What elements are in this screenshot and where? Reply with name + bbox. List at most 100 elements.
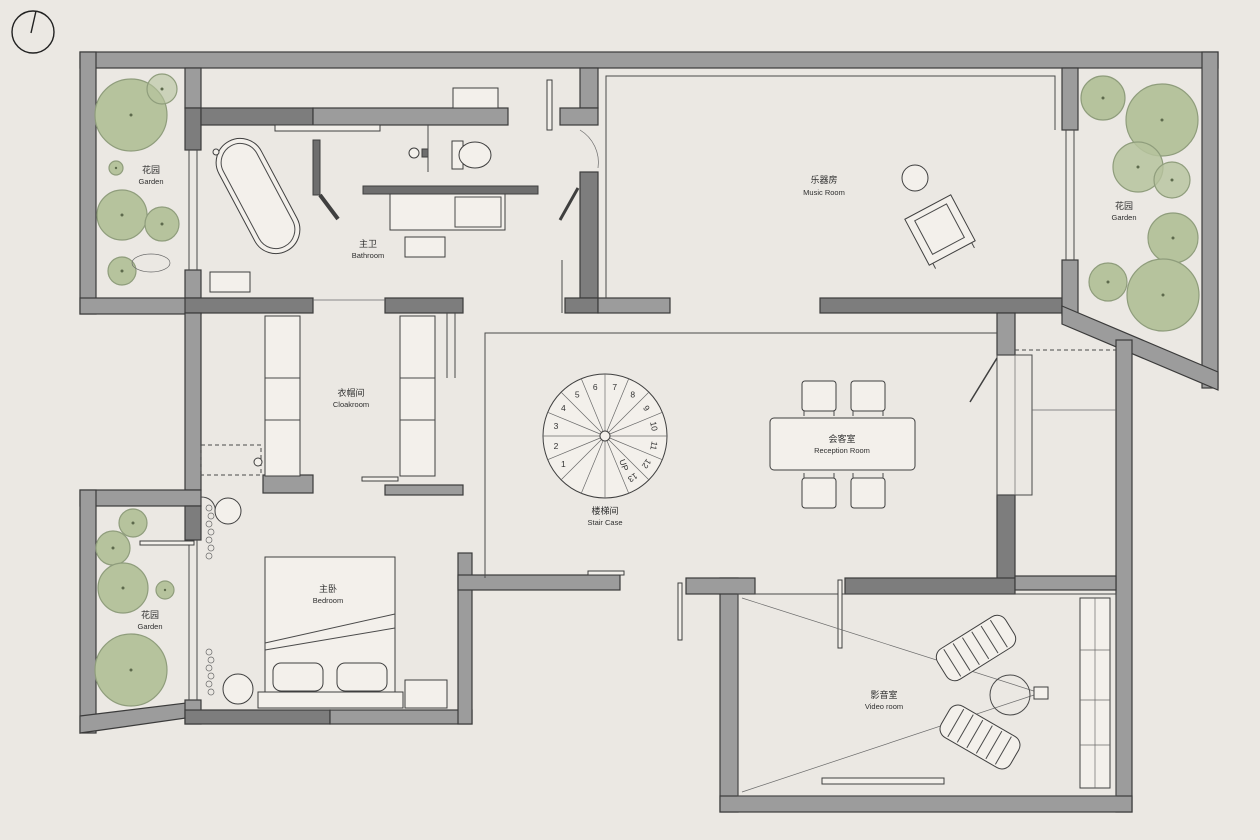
wall-reception-right-upper (996, 312, 1016, 356)
stair-hall-boundary (484, 332, 997, 578)
garden-right-trees (1080, 75, 1200, 332)
garden-bottom-left-label-en: Garden (137, 622, 162, 631)
toilet-bowl (458, 141, 492, 169)
garden-top-left-trees (94, 73, 180, 286)
lounge-chair-rib (943, 649, 962, 677)
wall-music-bottom-right (819, 297, 1063, 314)
cloakroom-label-zh: 衣帽间 (337, 387, 364, 399)
bathroom-label-en: Bathroom (352, 251, 385, 260)
coffee-table-round (989, 674, 1031, 716)
door-video-left (677, 582, 683, 641)
stair-newel (599, 430, 611, 442)
tree (1112, 141, 1164, 193)
video-room: 影音室 Video room (741, 597, 1111, 793)
wall-cloakroom-bottom-left (262, 474, 314, 494)
tree (94, 633, 168, 707)
tree (95, 530, 131, 566)
tree (96, 189, 148, 241)
lounge-chair-rib (966, 719, 984, 749)
vanity-sink (454, 196, 502, 228)
stair-step-number: 11 (648, 441, 660, 452)
stair-case-label-zh: 楼梯间 (591, 505, 618, 517)
curtain-ring (205, 680, 213, 688)
lounge-chair-rib (947, 708, 965, 738)
wall-bedroom-bottom-dark (184, 709, 331, 725)
headboard (257, 691, 404, 709)
garden-bottom-left-label-zh: 花园 (141, 609, 159, 621)
tree (97, 562, 149, 614)
lounge-chair-rib (989, 619, 1008, 648)
door-video-top (837, 579, 843, 649)
wall-bath-corner-horizontal (559, 107, 599, 126)
stair-step-number: 7 (612, 382, 617, 392)
projection-screen (821, 777, 945, 785)
wall-bath-partition (200, 107, 314, 126)
curtain-ring (207, 512, 215, 520)
stair-tread (560, 435, 606, 481)
wall-bedroom-left-upper (184, 505, 202, 541)
tree (107, 256, 137, 286)
lounge-chair-rib (975, 725, 993, 754)
stair-step-number: 5 (575, 389, 580, 399)
balcony-glass (996, 354, 1033, 496)
projection-line (741, 692, 1041, 793)
north-arrow-icon (11, 10, 55, 54)
lounge-chair-body (935, 614, 1017, 682)
openings (139, 75, 1117, 797)
garden-right-label-en: Garden (1111, 213, 1136, 222)
tree (1126, 258, 1200, 332)
chair (850, 380, 886, 412)
garden-stone (131, 253, 171, 273)
nightstand (404, 679, 448, 709)
tree (155, 580, 175, 600)
shower-door (318, 193, 340, 221)
bedroom-label-zh: 主卧 (319, 583, 337, 595)
north-arrow-circle (11, 10, 55, 54)
stair-step-number: 8 (630, 389, 635, 399)
stair-tread (604, 391, 650, 437)
music-room: 乐器房 Music Room (803, 164, 976, 269)
wall-video-left (719, 577, 739, 813)
wall-bedroom-bottom (329, 709, 473, 725)
duvet-fold (264, 627, 396, 651)
stair-tread (547, 435, 606, 461)
chair (850, 477, 886, 509)
bathtub-inner (220, 142, 296, 250)
wall-east (1115, 339, 1133, 813)
wall-garden-tl-left (79, 51, 97, 315)
video-room-liner (737, 593, 1117, 797)
tree (1080, 75, 1126, 121)
tree (144, 206, 180, 242)
reception-room-label-en: Reception Room (814, 446, 870, 455)
music-room-label-en: Music Room (803, 188, 845, 197)
tree (1153, 161, 1191, 199)
curtain-ring (207, 672, 215, 680)
bath-top-cabinet (452, 87, 499, 109)
wall-cloakroom-left (184, 312, 202, 491)
lounge-chair-rib (956, 714, 974, 743)
curtain-ring (207, 656, 215, 664)
video-room-label-zh: 影音室 (870, 689, 897, 701)
tree (1088, 262, 1128, 302)
stair-tread (604, 378, 630, 437)
door-bath-right (558, 187, 580, 221)
door-garden-bottom-left (139, 540, 195, 546)
bathtub-outer (215, 137, 301, 255)
pillow (272, 662, 324, 692)
wall-bath-bottom-right (384, 297, 464, 314)
cloakroom-label-en: Cloakroom (333, 400, 369, 409)
stair-tread (580, 378, 606, 437)
bath-mat-center (404, 236, 446, 258)
wall-music-bottom-left (597, 297, 671, 314)
garden-bottom-left-trees (94, 508, 175, 707)
wall-garden-bl-left (79, 489, 97, 734)
vanity-cabinet (389, 193, 506, 231)
bathroom-fixtures: 主卫 Bathroom (209, 87, 539, 293)
garden-right-label-zh: 花园 (1115, 200, 1133, 212)
vanity-counter (362, 185, 539, 195)
projector (1033, 686, 1049, 700)
walls (79, 51, 1219, 813)
lounge-chair (939, 704, 1021, 770)
door-swing-music (579, 129, 599, 169)
